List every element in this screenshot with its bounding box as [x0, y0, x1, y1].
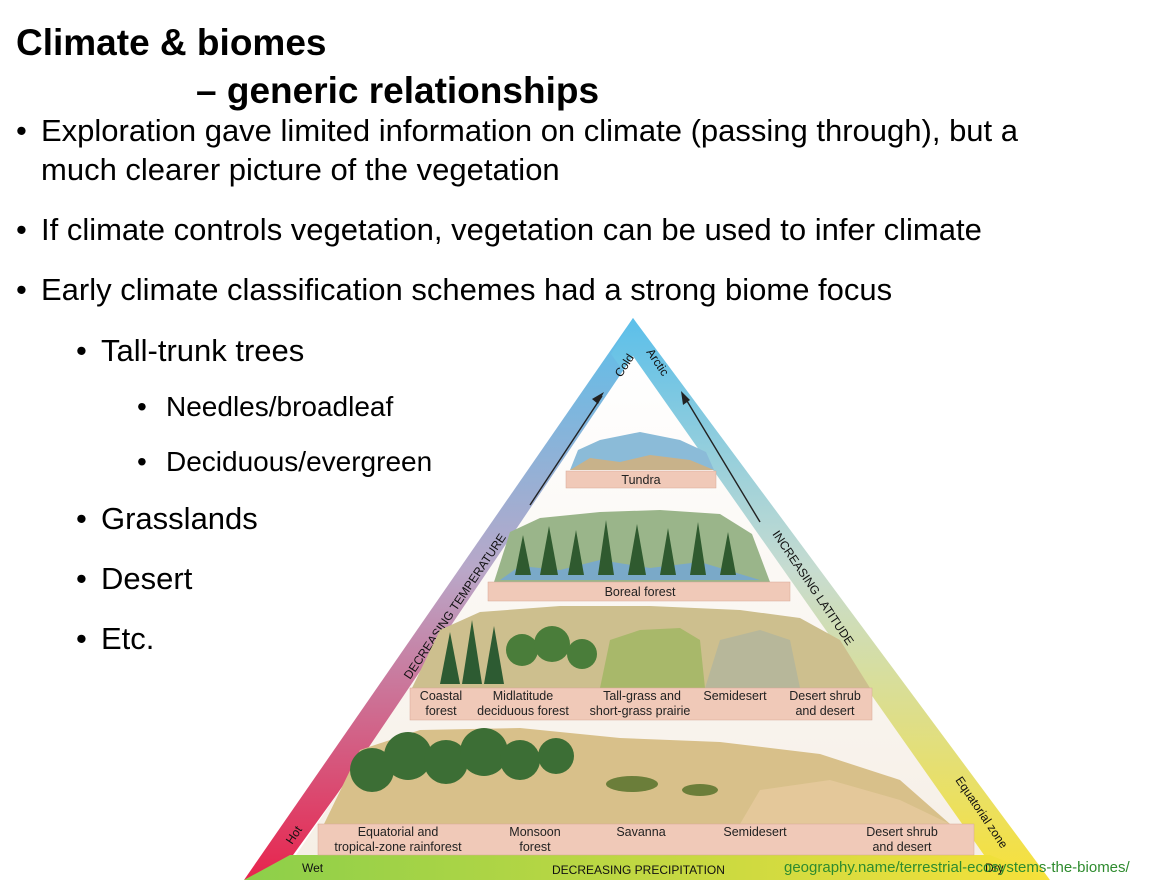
bullet-marker: • [76, 501, 87, 536]
coastal-forest-label: forest [425, 704, 457, 718]
desert-shrub-label: and desert [795, 704, 855, 718]
bullet-text: If climate controls vegetation, vegetati… [41, 212, 982, 247]
temperature-arrowhead [592, 392, 604, 404]
coastal-forest-label: Coastal [420, 689, 462, 703]
bottom-axis-label: DECREASING PRECIPITATION [552, 863, 725, 877]
sub-bullet-text: Tall-trunk trees [101, 333, 305, 368]
bullet-marker: • [76, 333, 87, 368]
semidesert-ground [740, 780, 950, 824]
semidesert-shrubs [705, 630, 800, 688]
latitude-arrowhead [681, 391, 690, 405]
boreal-label: Boreal forest [605, 585, 676, 599]
desert-shrub-label: Desert shrub [866, 825, 938, 839]
deciduous-trees [506, 626, 597, 669]
monsoon-forest-label: Monsoon [509, 825, 560, 839]
bullet-marker: • [137, 446, 147, 477]
tropical-label-band [317, 823, 975, 856]
bullet-marker: • [16, 212, 27, 247]
prairie-label: Tall-grass and [603, 689, 681, 703]
tundra-tier: Tundra [565, 432, 717, 489]
sub-bullet-text: Etc. [101, 621, 155, 656]
bullet-marker: • [16, 113, 27, 148]
wet-label: Wet [302, 861, 324, 875]
savanna-label: Savanna [616, 825, 665, 839]
bullet-marker: • [16, 272, 27, 307]
tropical-tier: Equatorial and tropical-zone rainforest … [317, 728, 975, 856]
bullet-text: much clearer picture of the vegetation [41, 152, 560, 187]
sub-sub-bullet-text: Needles/broadleaf [166, 391, 394, 422]
boreal-tier: Boreal forest [487, 510, 791, 602]
tundra-ground [570, 455, 714, 470]
prairie-label: short-grass prairie [590, 704, 691, 718]
midlatitude-label-band [409, 687, 873, 721]
sub-bullet-text: Desert [101, 561, 193, 596]
latitude-arrow [683, 395, 761, 523]
midlatitude-deciduous-label: Midlatitude [493, 689, 553, 703]
bullet-text: Early climate classification schemes had… [41, 272, 893, 307]
bullet-marker: • [76, 621, 87, 656]
desert-shrub-label: Desert shrub [789, 689, 861, 703]
bullet-text: Exploration gave limited information on … [41, 113, 1019, 148]
sub-sub-bullet-text: Deciduous/evergreen [166, 446, 433, 477]
sub-bullet-text: Grasslands [101, 501, 258, 536]
rainforest-label: tropical-zone rainforest [334, 840, 462, 854]
prairie-grass [600, 628, 705, 688]
temperature-arrow [529, 395, 603, 506]
desert-shrub-label: and desert [872, 840, 932, 854]
monsoon-forest-label: forest [519, 840, 551, 854]
bullet-marker: • [137, 391, 147, 422]
boreal-trees [515, 520, 736, 575]
savanna-trees [606, 776, 718, 796]
semidesert-label: Semidesert [703, 689, 767, 703]
coastal-forest-trees [440, 620, 504, 684]
tundra-label: Tundra [621, 473, 660, 487]
tundra-label-band [565, 470, 717, 489]
midlatitude-tier: Coastal forest Midlatitude deciduous for… [409, 606, 873, 721]
slide-title-line-1: Climate & biomes [16, 22, 327, 63]
dry-label: Dry [985, 861, 1004, 875]
boreal-label-band [487, 581, 791, 602]
slide-title-line-2: – generic relationships [196, 70, 600, 111]
bullet-marker: • [76, 561, 87, 596]
rainforest-trees [350, 728, 574, 792]
pyramid-base-band [244, 855, 1050, 880]
rainforest-label: Equatorial and [358, 825, 439, 839]
midlatitude-deciduous-label: deciduous forest [477, 704, 569, 718]
source-link[interactable]: geography.name/terrestrial-ecosystems-th… [784, 859, 1130, 876]
semidesert-label: Semidesert [723, 825, 787, 839]
pyramid-left-band [244, 318, 655, 880]
pyramid-right-band [611, 318, 1050, 880]
